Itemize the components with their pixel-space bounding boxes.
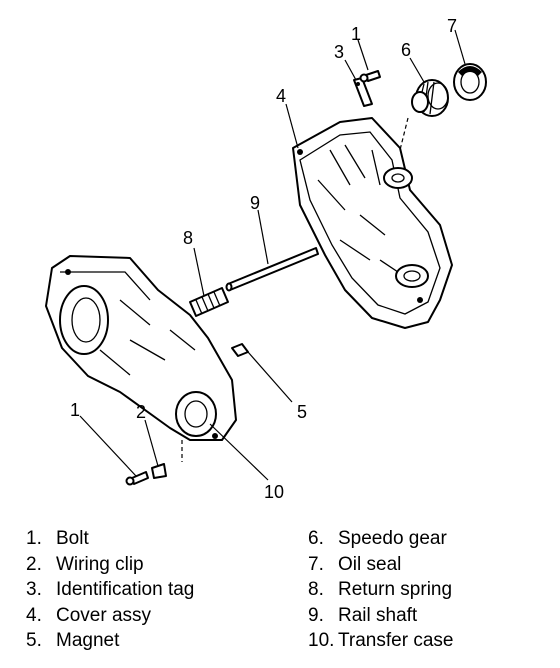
- leader-10: [209, 423, 269, 481]
- legend-item-magnet: 5.Magnet: [26, 630, 120, 651]
- exploded-parts-diagram: 1 3 6 7 4 9 8 5 2 1 10: [45, 16, 487, 502]
- speedo-gear-part: [411, 79, 449, 117]
- legend-item-oil-seal: 7.Oil seal: [308, 553, 402, 575]
- callout-7: 7: [447, 16, 457, 36]
- callout-8: 8: [183, 228, 193, 248]
- legend-item-speedo-gear: 6.Speedo gear: [308, 528, 447, 549]
- callout-4: 4: [276, 86, 286, 106]
- legend-item-return-spring: 8.Return spring: [308, 579, 453, 600]
- legend-item-wiring-clip: 2.Wiring clip: [26, 553, 144, 575]
- oil-seal-part: [453, 63, 487, 101]
- leader-1-lower: [79, 415, 137, 477]
- leader-9: [257, 209, 269, 265]
- magnet-part: [231, 343, 249, 357]
- rail-shaft-part: [225, 247, 319, 292]
- legend-item-rail-shaft: 9.Rail shaft: [308, 604, 418, 626]
- leader-1-upper: [357, 39, 369, 71]
- leader-6: [409, 57, 425, 83]
- leader-8: [193, 247, 205, 297]
- callout-3: 3: [334, 42, 344, 62]
- legend-right-column: 6.Speedo gear 7.Oil seal 8.Return spring…: [308, 526, 453, 654]
- bolt-part-lower: [125, 471, 149, 486]
- legend-item-identification-tag: 3.Identification tag: [26, 579, 195, 600]
- leader-lines: [79, 29, 466, 481]
- callout-1-upper: 1: [351, 24, 361, 44]
- callout-9: 9: [250, 193, 260, 213]
- bolt-part-upper: [359, 70, 381, 83]
- legend-left-column: 1.Bolt 2.Wiring clip 3.Identification ta…: [26, 526, 194, 654]
- wiring-clip-part: [151, 463, 167, 479]
- identification-tag-part: [353, 77, 373, 107]
- callout-10: 10: [264, 482, 284, 502]
- leader-7: [454, 29, 466, 65]
- callout-5: 5: [297, 402, 307, 422]
- cover-assy-part: [292, 117, 453, 329]
- leader-4: [285, 103, 299, 149]
- callout-6: 6: [401, 40, 411, 60]
- callout-2: 2: [136, 402, 146, 422]
- return-spring-part: [189, 287, 229, 317]
- leader-5: [247, 351, 293, 403]
- callout-1-lower: 1: [70, 400, 80, 420]
- legend-item-cover-assy: 4.Cover assy: [26, 604, 152, 626]
- legend-item-transfer-case: 10.Transfer case: [308, 630, 454, 651]
- transfer-case-part: [45, 255, 237, 441]
- leader-2: [144, 419, 159, 467]
- legend-item-bolt: 1.Bolt: [26, 528, 89, 549]
- leader-3: [344, 59, 357, 81]
